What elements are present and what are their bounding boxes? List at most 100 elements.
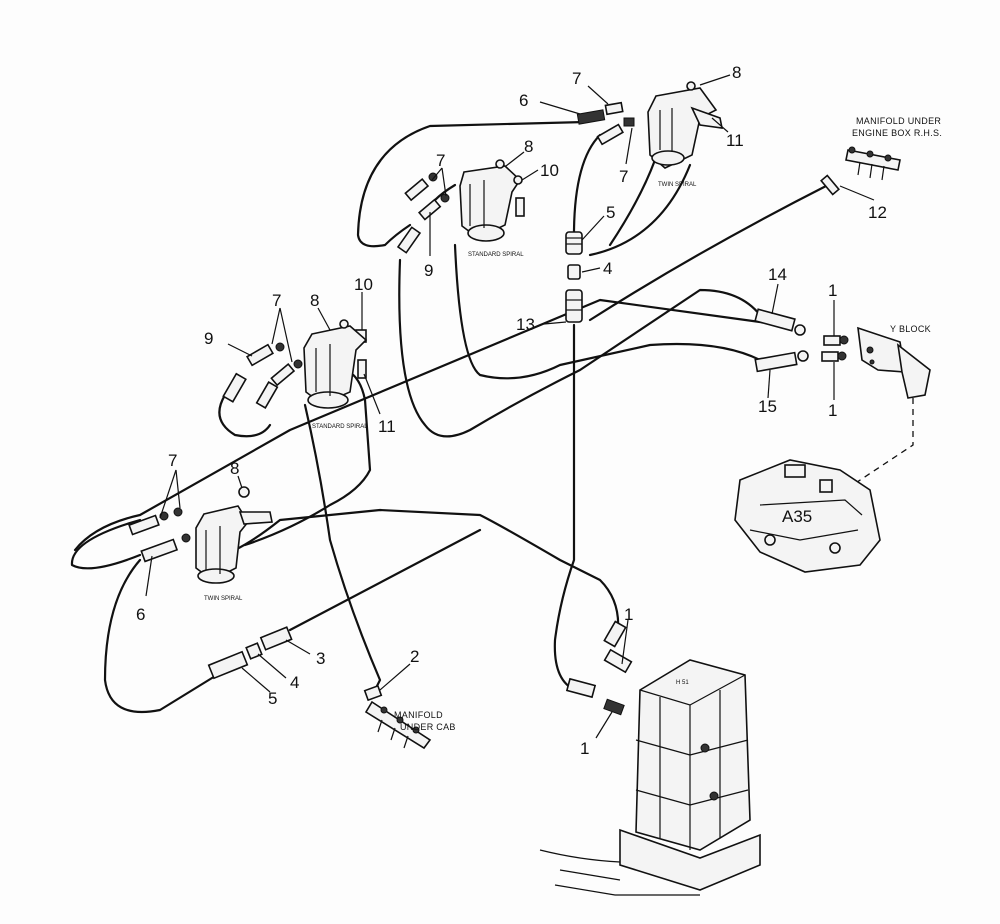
fitting-15: [754, 350, 809, 373]
callout-10-mid: 10: [540, 161, 559, 180]
motor-top-caption: TWIN SPIRAL: [658, 182, 697, 188]
callout-9-left: 9: [204, 329, 213, 348]
callout-8-left-mid: 8: [310, 291, 319, 310]
fitting-9-left: [246, 342, 285, 367]
motor-lower-twin-spiral: TWIN SPIRAL: [195, 505, 273, 602]
hose-column-feed: [553, 323, 577, 692]
callout-10-left: 10: [354, 275, 373, 294]
fitting-4-left: [245, 642, 263, 660]
fitting-4-center: [567, 264, 581, 280]
callout-15: 15: [758, 397, 777, 416]
fitting-7-mid-a: [404, 172, 438, 202]
fitting-1-column-b: [565, 677, 625, 716]
fitting-11-left: [357, 359, 367, 379]
hose-lower-diagonal: [243, 368, 372, 547]
a35-label: A35: [782, 507, 812, 526]
callout-1-yblock-a: 1: [828, 281, 837, 300]
motor-mid-caption: STANDARD SPIRAL: [468, 252, 524, 258]
hose-left-vertical: [103, 558, 227, 714]
manifold-cab-label-line1: MANIFOLD: [394, 710, 443, 720]
callout-1-yblock-b: 1: [828, 401, 837, 420]
a35-block: A35: [734, 459, 881, 573]
callout-1-column-a: 1: [624, 605, 633, 624]
fitting-1-yblock-b: [821, 351, 847, 362]
fitting-8-lower: [238, 486, 250, 498]
fitting-1-column-a: [603, 620, 633, 674]
hose-routing: [70, 120, 830, 714]
hose-outer-loop-b: [453, 243, 762, 380]
callout-1-column-b: 1: [580, 739, 589, 758]
callout-11-top: 11: [726, 131, 744, 150]
callout-4-left: 4: [290, 673, 299, 692]
column-mark: H 51: [676, 680, 689, 686]
manifold-under-cab: [364, 700, 432, 750]
callout-5-center: 5: [606, 203, 615, 222]
hose-top-motor-right: [588, 163, 692, 257]
fitting-6-lower: [140, 533, 191, 563]
callout-11-left: 11: [378, 417, 396, 436]
fitting-2: [363, 684, 383, 702]
callout-7-mid: 7: [436, 151, 445, 170]
hose-fitting3-diagonal: [288, 528, 482, 632]
fitting-6-top: [576, 109, 606, 125]
fitting-3: [259, 626, 293, 651]
callout-2: 2: [410, 647, 419, 666]
callout-8-top: 8: [732, 63, 741, 82]
callout-8-mid: 8: [524, 137, 533, 156]
hose-midleft-loop: [218, 393, 272, 438]
fitting-5-center: [565, 231, 583, 255]
motor-left-standard-spiral: STANDARD SPIRAL: [303, 319, 368, 430]
manifold-engine-label-line2: ENGINE BOX R.H.S.: [852, 128, 942, 138]
fitting-7-mid-b: [417, 193, 450, 221]
callout-12: 12: [868, 203, 887, 222]
callout-7-left-mid: 7: [272, 291, 281, 310]
fitting-13-center: [565, 289, 583, 323]
pump-column: H 51: [539, 659, 761, 896]
fitting-10-mid: [515, 197, 525, 217]
fitting-7-top: [604, 101, 624, 116]
callout-leaders: [145, 74, 875, 739]
callout-numbers: 8 7 6 11 7 7 8 10 9 5 4 13 12 14 1 15 1 …: [136, 63, 887, 758]
manifold-cab-label-line2: UNDER CAB: [400, 722, 456, 732]
motor-mid-standard-spiral: STANDARD SPIRAL: [459, 159, 524, 258]
motor-top-twin-spiral: TWIN SPIRAL: [647, 81, 724, 188]
hose-to-cab-manifold: [303, 403, 382, 692]
manifold-engine-label-line1: MANIFOLD UNDER: [856, 116, 941, 126]
hose-long-diagonal: [73, 298, 762, 552]
motor-left-caption: STANDARD SPIRAL: [312, 424, 368, 430]
hose-lower-long: [233, 508, 620, 632]
fitting-left-loop-b: [255, 381, 279, 409]
fitting-7-left-a: [270, 359, 303, 387]
hose-top-loop: [356, 120, 587, 248]
hose-outer-loop-a: [398, 258, 762, 438]
callout-5-left: 5: [268, 689, 277, 708]
fitting-7-top-b: [596, 117, 635, 146]
callout-9-mid: 9: [424, 261, 433, 280]
callout-7-top-b: 7: [619, 167, 628, 186]
callout-14: 14: [768, 265, 787, 284]
callout-4-center: 4: [603, 259, 612, 278]
callout-7-top: 7: [572, 69, 581, 88]
callout-7-lower: 7: [168, 451, 177, 470]
hose-top-right-down: [608, 158, 657, 247]
fittings: [128, 101, 849, 716]
callout-13: 13: [516, 315, 535, 334]
fitting-9-mid: [396, 226, 422, 254]
fitting-1-yblock-a: [823, 335, 849, 346]
callout-3: 3: [316, 649, 325, 668]
callout-6-top: 6: [519, 91, 528, 110]
hose-engine-manifold: [588, 183, 830, 322]
fitting-7-lower-a: [128, 507, 183, 536]
fitting-12: [820, 174, 840, 196]
fitting-14: [754, 308, 806, 336]
callout-8-lower: 8: [230, 459, 239, 478]
y-block: [857, 326, 931, 399]
fitting-5-left: [207, 650, 249, 680]
manifold-engine-box: [845, 146, 901, 181]
y-block-label: Y BLOCK: [890, 324, 931, 334]
fitting-left-loop-a: [222, 372, 247, 403]
hose-left-outer: [70, 518, 142, 570]
hose-top-to-center: [572, 133, 602, 247]
